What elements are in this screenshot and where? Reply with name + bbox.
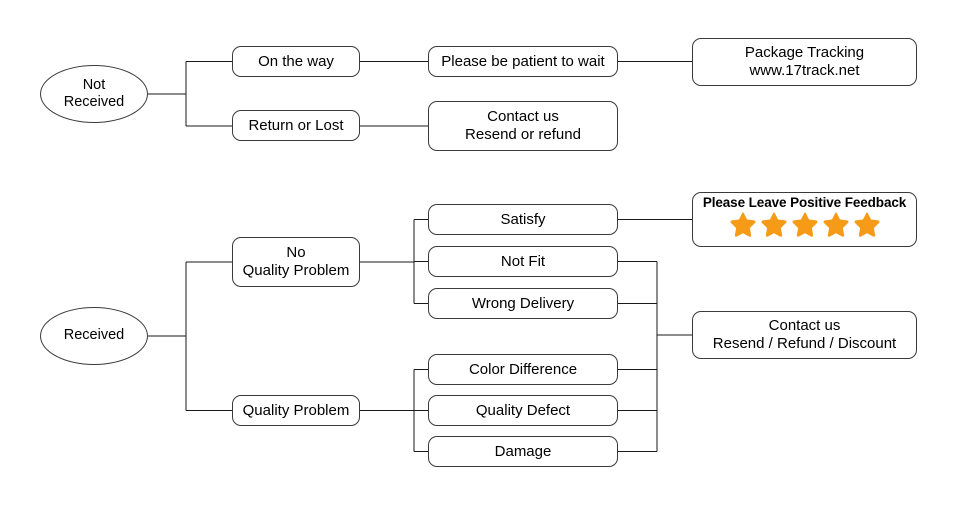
star-icon[interactable] xyxy=(760,212,787,237)
star-rating[interactable] xyxy=(729,212,880,237)
node-package-tracking[interactable]: Package Tracking www.17track.net xyxy=(692,38,917,86)
node-not-received[interactable]: Not Received xyxy=(40,65,148,123)
node-color-difference[interactable]: Color Difference xyxy=(428,354,618,385)
node-quality-defect[interactable]: Quality Defect xyxy=(428,395,618,426)
node-color-difference-label: Color Difference xyxy=(468,360,578,378)
node-not-fit[interactable]: Not Fit xyxy=(428,246,618,277)
node-positive-feedback[interactable]: Please Leave Positive Feedback xyxy=(692,192,917,247)
node-package-tracking-label: Package Tracking www.17track.net xyxy=(744,44,865,79)
node-received[interactable]: Received xyxy=(40,307,148,365)
node-quality-problem-label: Quality Problem xyxy=(242,401,350,419)
node-contact-us-resend-refund-discount-label: Contact us Resend / Refund / Discount xyxy=(712,317,897,352)
star-icon[interactable] xyxy=(853,212,880,237)
node-satisfy-label: Satisfy xyxy=(500,210,546,228)
node-no-quality-problem[interactable]: No Quality Problem xyxy=(232,237,360,287)
node-satisfy[interactable]: Satisfy xyxy=(428,204,618,235)
node-contact-us-resend-refund-label: Contact us Resend or refund xyxy=(465,108,581,143)
node-on-the-way-label: On the way xyxy=(258,52,334,70)
node-damage-label: Damage xyxy=(494,442,552,460)
star-icon[interactable] xyxy=(729,212,756,237)
node-not-received-label: Not Received xyxy=(63,76,125,110)
node-contact-us-resend-refund-discount[interactable]: Contact us Resend / Refund / Discount xyxy=(692,311,917,359)
node-return-or-lost-label: Return or Lost xyxy=(248,116,344,134)
node-not-fit-label: Not Fit xyxy=(500,252,546,270)
node-damage[interactable]: Damage xyxy=(428,436,618,467)
node-quality-defect-label: Quality Defect xyxy=(475,401,571,419)
node-wrong-delivery-label: Wrong Delivery xyxy=(471,294,575,312)
node-no-quality-problem-label: No Quality Problem xyxy=(242,244,350,279)
node-please-be-patient-label: Please be patient to wait xyxy=(441,52,605,70)
node-positive-feedback-label: Please Leave Positive Feedback xyxy=(702,195,907,210)
star-icon[interactable] xyxy=(791,212,818,237)
star-icon[interactable] xyxy=(822,212,849,237)
node-please-be-patient[interactable]: Please be patient to wait xyxy=(428,46,618,77)
node-received-label: Received xyxy=(63,327,125,344)
node-on-the-way[interactable]: On the way xyxy=(232,46,360,77)
node-quality-problem[interactable]: Quality Problem xyxy=(232,395,360,426)
node-return-or-lost[interactable]: Return or Lost xyxy=(232,110,360,141)
node-wrong-delivery[interactable]: Wrong Delivery xyxy=(428,288,618,319)
node-contact-us-resend-refund[interactable]: Contact us Resend or refund xyxy=(428,101,618,151)
